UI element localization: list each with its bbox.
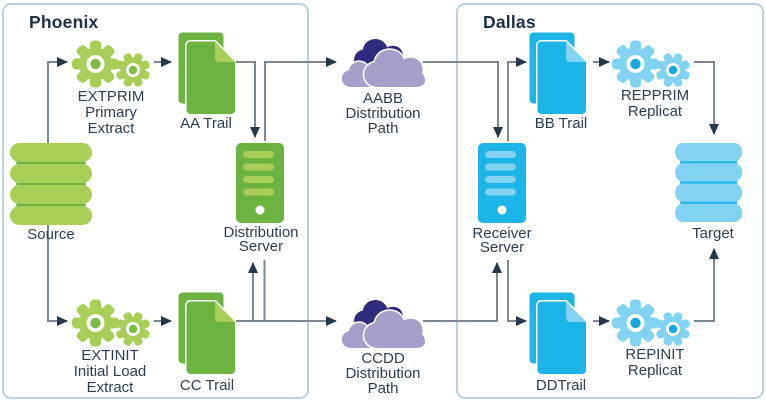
label-extinit: EXTINIT Initial Load Extract bbox=[73, 347, 147, 396]
ccdd-clouds-icon bbox=[341, 298, 425, 348]
label-receiver-server: Receiver Server bbox=[472, 225, 532, 256]
region-title-dallas: Dallas bbox=[483, 12, 536, 32]
label-bb-trail: BB Trail bbox=[534, 115, 588, 132]
repprim-gears-icon bbox=[612, 40, 693, 88]
dd-trail-files-icon bbox=[528, 291, 586, 375]
connector-repprim-to-target bbox=[694, 61, 719, 135]
connector-source-to-extprim bbox=[47, 57, 68, 143]
label-aa-trail: AA Trail bbox=[180, 115, 232, 132]
label-distribution-server: Distribution Server bbox=[223, 224, 299, 255]
connector-source-to-extinit bbox=[47, 225, 68, 326]
extinit-gears-icon bbox=[72, 299, 153, 347]
aa-trail-files-icon bbox=[177, 31, 235, 115]
connector-receiver-server-to-dd-trail bbox=[507, 260, 527, 326]
label-source: Source bbox=[27, 226, 75, 243]
extprim-gears-icon bbox=[72, 40, 153, 88]
label-ccdd-path: CCDD Distribution Path bbox=[345, 350, 421, 397]
label-aabb-path: AABB Distribution Path bbox=[345, 90, 421, 137]
label-dd-trail: DDTrail bbox=[535, 377, 587, 394]
connector-distribution-server-to-aabb-path bbox=[264, 57, 337, 141]
label-repprim: REPPRIM Replicat bbox=[620, 87, 690, 120]
repinit-gears-icon bbox=[612, 299, 693, 347]
label-target: Target bbox=[692, 225, 734, 242]
label-extprim: EXTPRIM Primary Extract bbox=[77, 88, 145, 137]
target-database-icon bbox=[675, 143, 743, 222]
distribution-server-icon bbox=[236, 143, 284, 223]
label-repinit: REPINIT Replicat bbox=[625, 346, 685, 379]
source-database-icon bbox=[10, 143, 93, 225]
bb-trail-files-icon bbox=[528, 31, 586, 115]
cc-trail-files-icon bbox=[177, 291, 235, 375]
aabb-clouds-icon bbox=[341, 37, 425, 87]
region-title-phoenix: Phoenix bbox=[29, 12, 99, 32]
connector-ccdd-path-to-receiver-server bbox=[423, 262, 502, 322]
connector-repinit-to-target bbox=[694, 248, 719, 322]
connector-aabb-path-to-receiver-server bbox=[423, 61, 503, 138]
connector-receiver-server-to-bb-trail bbox=[507, 57, 527, 141]
receiver-server-icon bbox=[478, 143, 526, 223]
label-cc-trail: CC Trail bbox=[179, 377, 235, 394]
connector-aa-trail-to-distribution-server bbox=[236, 61, 260, 138]
